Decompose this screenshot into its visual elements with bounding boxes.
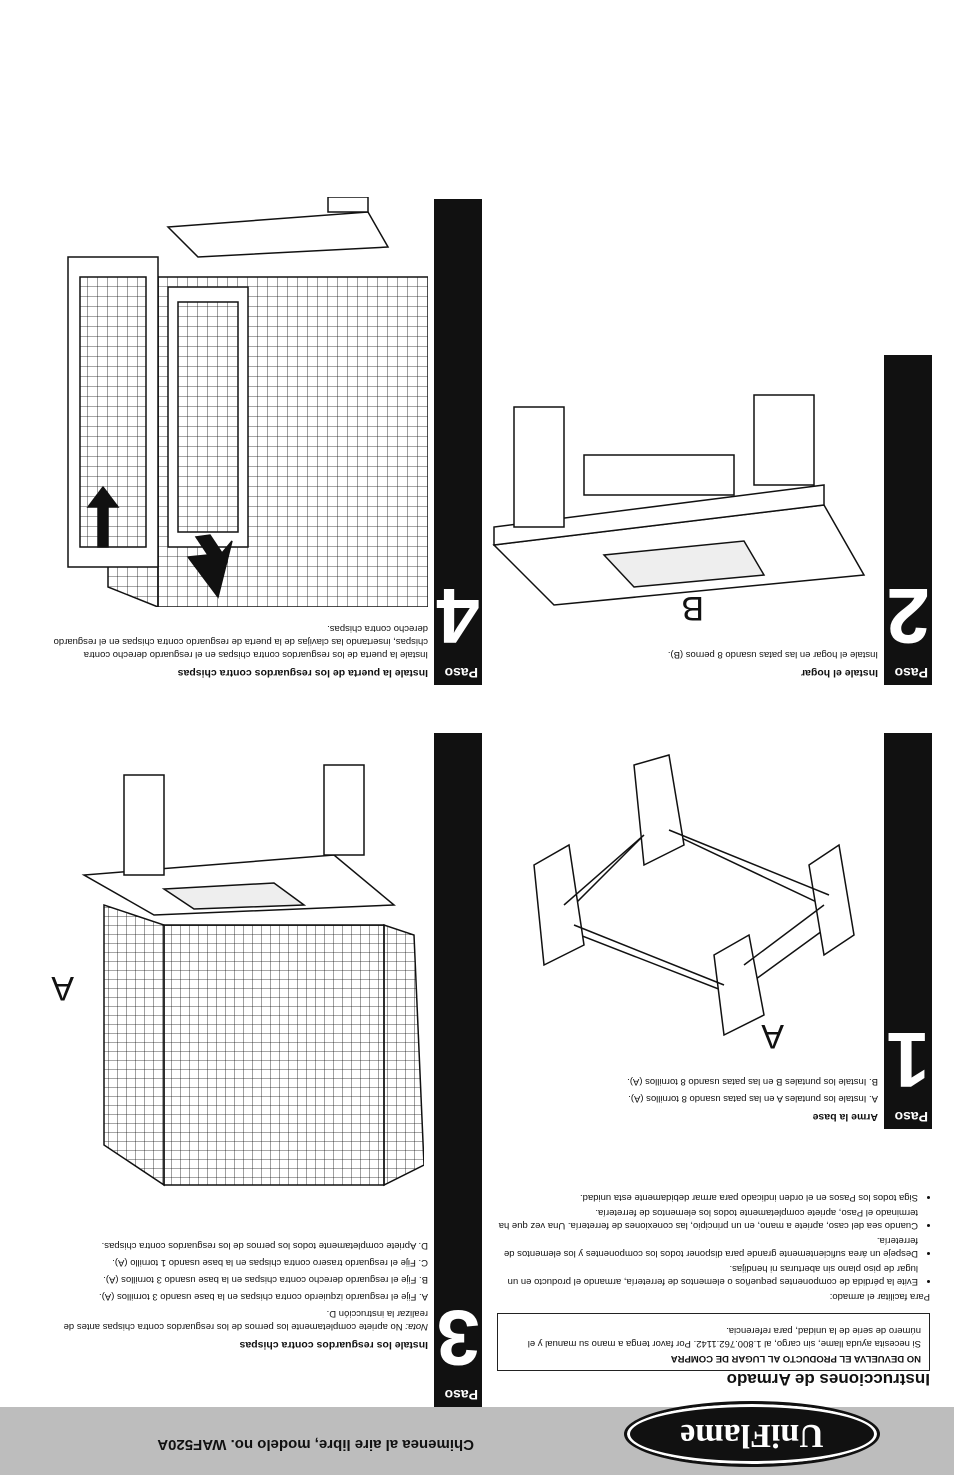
warning-box: NO DEVUELVA EL PRODUCTO AL LUGAR DE COMP… [497, 1313, 930, 1371]
step3-line: D. Apriete completamente todos los perno… [101, 1240, 428, 1251]
step1-base-illustration [533, 754, 855, 1037]
step2-heading: Instale el hogar [800, 667, 878, 679]
tip-item: Despeje un área suficientemente grande p… [490, 1234, 918, 1260]
warning-heading: NO DEVUELVA EL PRODUCTO AL LUGAR DE COMP… [670, 1353, 921, 1364]
step3-number: 3 [436, 1294, 480, 1382]
tip-item: Cuando sea del caso, apriete a mano, en … [490, 1206, 918, 1232]
step3-label-a: A [51, 969, 74, 1007]
step1-line: B. Instale los puntales B en las patas u… [627, 1076, 878, 1087]
step3-note: Nota: No apriete completamente los perno… [48, 1307, 428, 1333]
tip-item: Siga todos los Pasos en el orden indicad… [490, 1191, 918, 1204]
brand-logo: UniFlame [624, 1401, 880, 1467]
step2-bar: Paso 2 [884, 355, 932, 685]
tips-heading: Para facilitar el armado: [829, 1291, 930, 1302]
step4-bar: Paso 4 [434, 199, 482, 685]
step3-word: Paso [444, 1387, 478, 1403]
step4-door-illustration [67, 197, 428, 607]
step1-word: Paso [894, 1109, 928, 1125]
step3-line: C. Fije el resguardo trasero contra chis… [112, 1257, 428, 1268]
step4-heading: Instale la puerta de los resguardos cont… [177, 667, 428, 679]
step3-bar: Paso 3 [434, 733, 482, 1407]
step4-line: Instale la puerta de los resguardos cont… [53, 623, 428, 660]
step3-screen-illustration [81, 764, 424, 1187]
step2-label-b: B [681, 589, 704, 627]
step1-heading: Arme la base [812, 1111, 878, 1123]
step2-line: Instale el hogar en las patas usando 8 p… [667, 649, 878, 660]
step1-body: A. Instale los puntales A en las patas u… [558, 1071, 878, 1105]
step3-line: A. Fije el resguardo izquierdo contra ch… [99, 1291, 428, 1302]
step1-bar: Paso 1 [884, 733, 932, 1129]
assembly-title: Instrucciones de Armado [726, 1370, 930, 1389]
step3-note-label: Nota: [405, 1321, 428, 1332]
assembly-tips: Para facilitar el armado: Evite la pérdi… [490, 1189, 930, 1303]
step3-note-text: No apriete completamente los pernos de l… [63, 1308, 428, 1332]
step1-number: 1 [886, 1016, 930, 1104]
step4-number: 4 [436, 572, 480, 660]
step2-body: Instale el hogar en las patas usando 8 p… [558, 644, 878, 661]
step1-line: A. Instale los puntales A en las patas u… [628, 1093, 878, 1104]
step3-body: Nota: No apriete completamente los perno… [48, 1235, 428, 1333]
warning-text: Si necesita ayuda llame, sin cargo, al 1… [527, 1325, 921, 1349]
step3-heading: Instale los resguardos contra chispas [239, 1339, 428, 1351]
header-title: Chimenea al aire libre, modelo no. WAF52… [157, 1436, 474, 1453]
step3-line: B. Fije el resguardo derecho contra chis… [103, 1274, 428, 1285]
step4-body: Instale la puerta de los resguardos cont… [48, 618, 428, 661]
step2-hearth-illustration [492, 394, 866, 606]
step1-label-a: A [761, 1017, 784, 1055]
step4-word: Paso [444, 665, 478, 681]
step2-word: Paso [894, 665, 928, 681]
step2-number: 2 [886, 572, 930, 660]
tip-item: Evite la pérdida de componentes pequeños… [490, 1262, 918, 1288]
